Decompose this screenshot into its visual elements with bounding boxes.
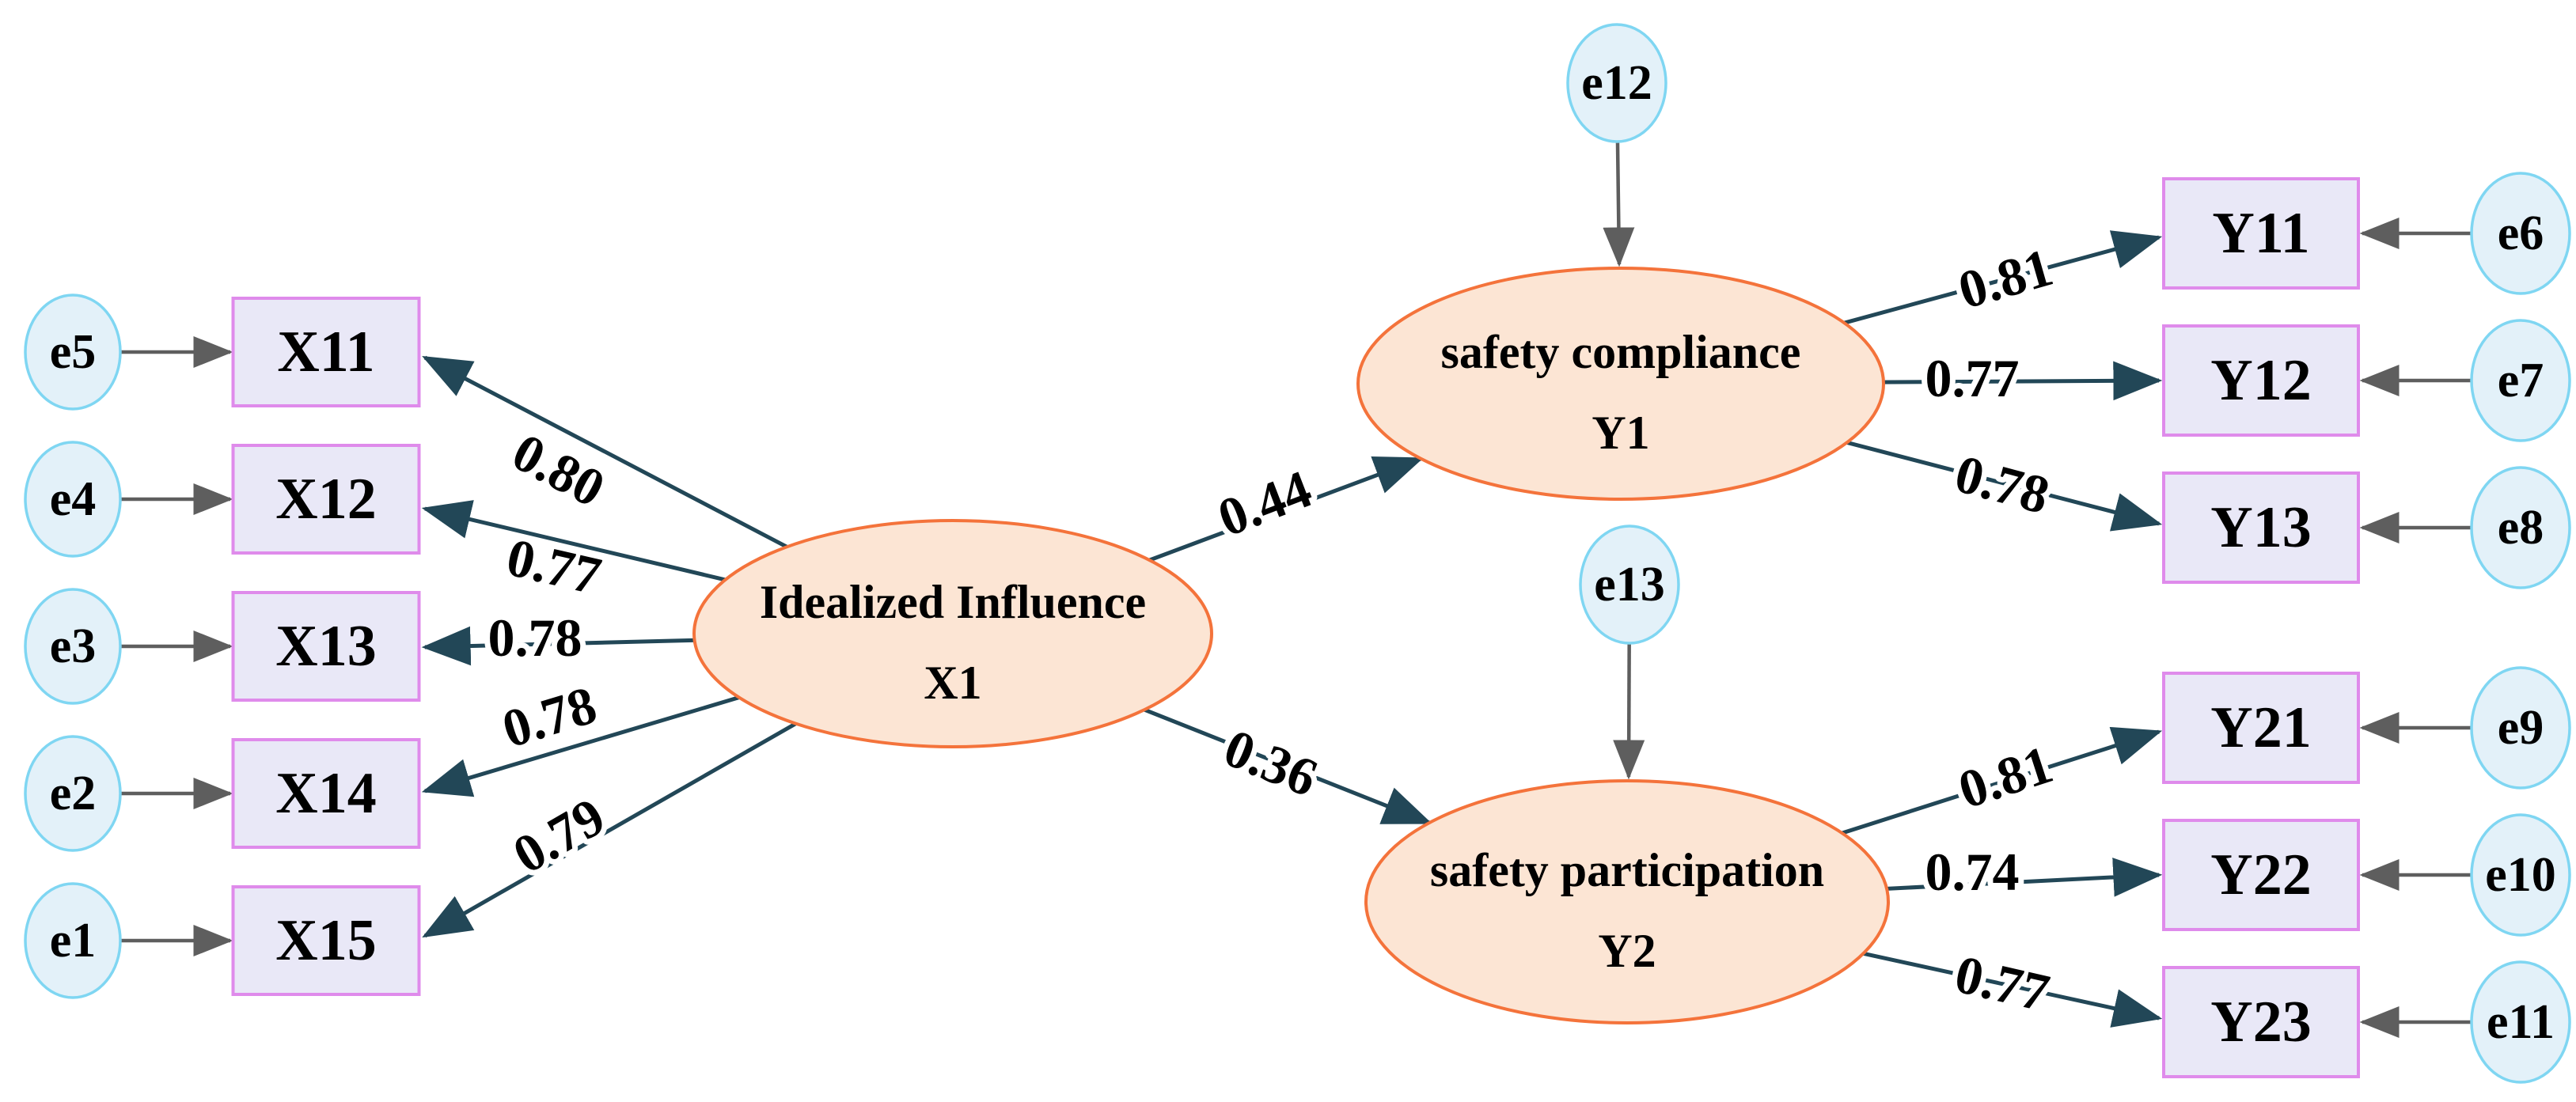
observed-label-x14: X14 — [275, 761, 376, 826]
error-ellipse-e12 — [1566, 23, 1667, 143]
loading-value-x1-x15: 0.79 — [503, 786, 614, 884]
error-ellipse-e3 — [24, 588, 122, 705]
error-label-e7: e7 — [2498, 354, 2544, 407]
layer-nodes — [24, 23, 2571, 1084]
observed-box-y12 — [2162, 324, 2360, 437]
structural-value-group-x1-y1: 0.44 — [1205, 453, 1325, 554]
loading-value-group-y1-y12: 0.77 — [1920, 343, 2025, 414]
error-ellipse-e10 — [2470, 813, 2571, 937]
error-ellipse-e5 — [24, 293, 122, 411]
observed-box-x14 — [231, 738, 421, 849]
latent-label-y1-code: Y1 — [1592, 407, 1649, 459]
loading-value-x1-x13: 0.78 — [488, 608, 582, 668]
latent-label-y2-code: Y2 — [1598, 925, 1656, 977]
error-label-e6: e6 — [2498, 206, 2544, 260]
observed-label-x12: X12 — [275, 467, 376, 532]
loading-value-y2-y22: 0.74 — [1925, 842, 2020, 902]
error-ellipse-e9 — [2470, 666, 2571, 790]
observed-label-x13: X13 — [275, 614, 376, 679]
error-label-e10: e10 — [2485, 848, 2556, 902]
observed-label-x11: X11 — [277, 320, 374, 384]
error-ellipse-e4 — [24, 441, 122, 558]
error-label-e13: e13 — [1594, 558, 1665, 612]
structural-value-x1-y2: 0.36 — [1216, 717, 1326, 808]
observed-box-y23 — [2162, 966, 2360, 1078]
observed-box-y11 — [2162, 177, 2360, 290]
latent-ellipse-y2 — [1364, 779, 1890, 1024]
loading-value-group-x1-x15: 0.79 — [497, 780, 620, 890]
loading-value-group-x1-x14: 0.78 — [490, 668, 609, 764]
observed-box-x12 — [231, 444, 421, 555]
observed-label-y23: Y23 — [2210, 990, 2311, 1055]
observed-label-y12: Y12 — [2210, 348, 2311, 413]
error-label-e4: e4 — [50, 472, 97, 526]
loading-value-y2-y21: 0.81 — [1952, 733, 2060, 820]
loading-value-y1-y11: 0.81 — [1952, 237, 2058, 320]
loading-value-x1-x12: 0.77 — [501, 527, 606, 607]
error-ellipse-e7 — [2470, 319, 2571, 442]
observed-label-x15: X15 — [275, 908, 376, 973]
loading-value-group-x1-x12: 0.77 — [495, 521, 612, 612]
error-label-e5: e5 — [50, 325, 97, 379]
loading-value-group-x1-x11: 0.80 — [498, 416, 620, 524]
loading-value-group-y2-y23: 0.77 — [1944, 938, 2060, 1029]
structural-value-x1-y1: 0.44 — [1210, 458, 1319, 548]
latent-label-x1-code: X1 — [924, 657, 981, 709]
error-ellipse-e8 — [2470, 466, 2571, 589]
latent-label-y1-name: safety compliance — [1441, 326, 1801, 378]
loading-value-y2-y23: 0.77 — [1949, 944, 2054, 1024]
error-label-e3: e3 — [50, 619, 97, 673]
error-label-e9: e9 — [2498, 701, 2544, 755]
loading-value-x1-x11: 0.80 — [503, 422, 615, 519]
observed-label-y21: Y21 — [2210, 695, 2311, 760]
error-ellipse-e1 — [24, 882, 122, 999]
error-label-e2: e2 — [50, 767, 97, 820]
structural-value-group-x1-y2: 0.36 — [1211, 711, 1332, 813]
error-ellipse-e13 — [1579, 524, 1680, 645]
error-ellipse-e6 — [2470, 172, 2571, 295]
observed-box-y13 — [2162, 471, 2360, 584]
latent-ellipse-x1 — [692, 519, 1213, 748]
error-ellipse-e11 — [2470, 960, 2571, 1084]
latent-label-x1-name: Idealized Influence — [760, 576, 1146, 628]
error-ellipse-e2 — [24, 735, 122, 852]
loading-value-y1-y13: 0.78 — [1949, 443, 2056, 525]
loading-value-group-y2-y21: 0.81 — [1946, 728, 2066, 825]
loading-value-y1-y12: 0.77 — [1925, 348, 2020, 408]
observed-box-y21 — [2162, 672, 2360, 784]
error-label-e12: e12 — [1581, 56, 1652, 110]
observed-label-y13: Y13 — [2210, 495, 2311, 560]
latent-label-y2-name: safety participation — [1430, 844, 1824, 896]
error-label-e11: e11 — [2487, 995, 2555, 1049]
loading-value-group-y2-y22: 0.74 — [1920, 836, 2025, 907]
error-label-e8: e8 — [2498, 501, 2544, 555]
layer-paths — [73, 82, 2521, 1038]
observed-label-y11: Y11 — [2212, 201, 2309, 266]
latent-ellipse-y1 — [1356, 267, 1885, 501]
observed-box-x11 — [231, 297, 421, 407]
loading-value-group-y1-y13: 0.78 — [1944, 437, 2062, 531]
observed-box-x15 — [231, 885, 421, 996]
observed-box-y22 — [2162, 819, 2360, 931]
loading-value-x1-x14: 0.78 — [495, 674, 603, 759]
observed-label-y22: Y22 — [2210, 843, 2311, 907]
error-label-e1: e1 — [50, 914, 97, 968]
loading-value-group-y1-y11: 0.81 — [1946, 231, 2064, 326]
observed-box-x13 — [231, 591, 421, 702]
loading-value-group-x1-x13: 0.78 — [483, 602, 588, 673]
